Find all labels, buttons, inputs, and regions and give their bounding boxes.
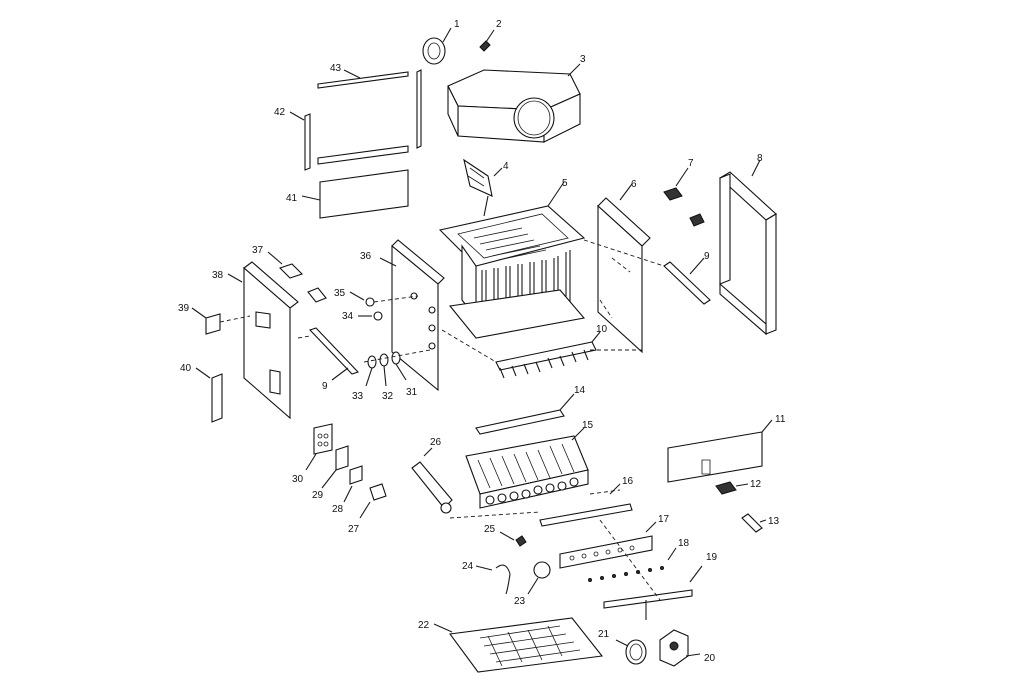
callout-39: 39 [178,303,190,314]
callout-15: 15 [582,420,594,431]
callout-27: 27 [348,524,360,535]
part-6-right-panel [597,183,651,354]
part-2-clip [479,29,495,52]
callout-32: 32 [382,391,394,402]
callout-11: 11 [775,414,786,425]
part-40-plate [195,367,223,423]
part-7-brackets [663,167,705,227]
callout-9-left: 9 [322,381,328,392]
callout-3: 3 [580,54,586,65]
part-35-fitting [349,291,419,307]
part-31-33-fittings [363,349,431,387]
callout-20: 20 [704,653,716,664]
callout-22: 22 [418,620,430,631]
part-36-left-panel [379,239,445,392]
part-21-coil [615,639,647,665]
part-11-jacket-panel [667,419,773,483]
callout-8: 8 [757,153,763,164]
part-9-right-rail [663,257,711,305]
part-9-left-rod [309,327,359,381]
part-15-burner-assembly [465,427,589,509]
callout-42: 42 [274,107,286,118]
callout-43: 43 [330,63,342,74]
callout-18: 18 [678,538,690,549]
callout-38: 38 [212,270,224,281]
callout-labels: 1 2 3 4 5 6 7 8 9 10 11 12 13 14 15 16 1… [178,19,786,664]
callout-33: 33 [352,391,364,402]
callout-24: 24 [462,561,474,572]
callout-6: 6 [631,179,637,190]
part-41-bottom-panel [301,169,409,219]
part-10-burner-rack [495,331,601,379]
callout-34: 34 [342,311,354,322]
part-24-pilot-tube [475,564,511,595]
callout-29: 29 [312,490,324,501]
part-29-switch [321,445,349,489]
callout-13: 13 [768,516,780,527]
callout-4: 4 [503,161,509,172]
part-28-relay [343,465,363,503]
callout-40: 40 [180,363,192,374]
callout-19: 19 [706,552,718,563]
callout-16: 16 [622,476,634,487]
alignment-lines [297,239,665,601]
callout-37: 37 [252,245,264,256]
callout-1: 1 [454,19,460,30]
part-13-clip [741,513,767,533]
part-5-heat-exchanger [438,181,586,339]
part-39-plate [191,307,251,335]
part-38-front-panel [227,261,299,420]
part-37b-bracket [307,287,327,303]
callout-26: 26 [430,437,442,448]
part-3-draft-hood [447,63,581,143]
part-4-baffle-bracket [463,158,503,217]
callout-12: 12 [750,479,762,490]
callout-14: 14 [574,385,586,396]
callout-10: 10 [596,324,608,335]
part-19-support-bar [603,565,703,620]
callout-31: 31 [406,387,418,398]
callout-2: 2 [496,19,502,30]
part-22-bottom-panel [433,617,604,673]
part-37-bracket [267,251,304,279]
part-1-ring [422,27,452,65]
callout-35: 35 [334,288,346,299]
part-43-top-rail [317,69,409,89]
callout-7: 7 [688,158,694,169]
part-12-fitting [715,481,749,495]
part-27-clip [359,483,387,519]
part-14-top-bar [475,393,575,435]
part-25-pilot [499,531,527,547]
callout-5: 5 [562,178,568,189]
callout-36: 36 [360,251,372,262]
part-17-orifice-manifold [559,521,657,569]
part-30-junction-box [305,423,333,471]
part-18-orifices [588,547,677,582]
callout-17: 17 [658,514,670,525]
part-26-manifold [411,447,541,519]
callout-30: 30 [292,474,304,485]
part-23-ring [527,561,551,595]
part-34-fitting [358,311,383,321]
part-8-right-frame [719,159,777,336]
callout-41: 41 [286,193,298,204]
callout-23: 23 [514,596,526,607]
part-16-bracket [539,483,633,527]
part-20-gas-valve [659,629,701,667]
callout-28: 28 [332,504,344,515]
callout-25: 25 [484,524,496,535]
part-42-side-panel [289,69,422,171]
callout-9-right: 9 [704,251,710,262]
callout-21: 21 [598,629,610,640]
